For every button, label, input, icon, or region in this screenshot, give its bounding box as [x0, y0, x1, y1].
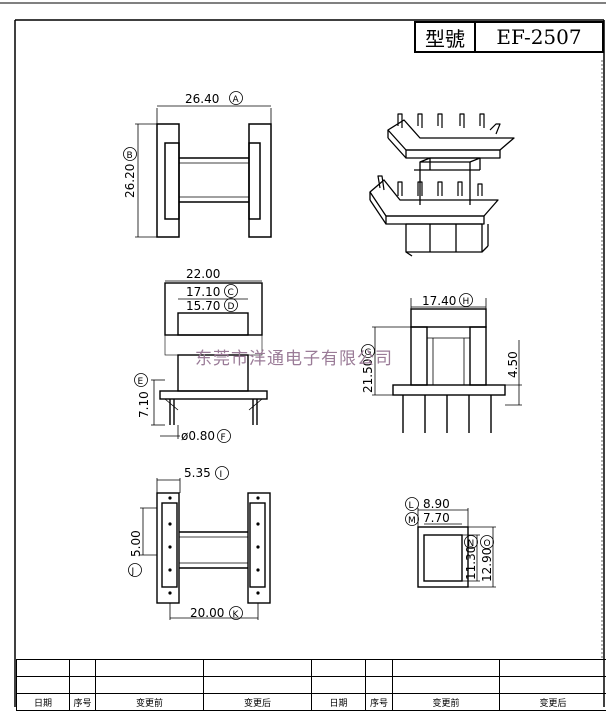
header-after: 变更后: [204, 694, 312, 711]
ref-marker-m-label: M: [408, 516, 416, 526]
header-date: 日期: [17, 694, 70, 711]
bottom-view: [157, 493, 270, 603]
ref-marker-b-label: B: [127, 151, 133, 161]
ref-marker-j-label: J: [131, 567, 135, 577]
company-watermark: 东莞市洋通电子有限公司: [195, 344, 393, 369]
ref-marker-a-label: A: [233, 95, 240, 105]
ref-marker-e-label: E: [138, 377, 144, 387]
header-after-2: 变更后: [500, 694, 606, 711]
dim-n-value: 11.30: [464, 546, 478, 580]
dim-l-value: 8.90: [423, 497, 450, 511]
ref-marker-i-label: I: [220, 470, 223, 480]
dim-side-height: 4.50: [506, 351, 520, 378]
model-number: EF-2507: [476, 23, 602, 51]
isometric-view: [370, 114, 514, 256]
header-seq: 序号: [70, 694, 96, 711]
ref-marker-d-label: D: [228, 302, 235, 312]
dim-total-width: 22.00: [186, 267, 220, 281]
dim-m-value: 7.70: [423, 511, 450, 525]
dim-lines-side: [372, 298, 522, 405]
top-view: [157, 124, 271, 237]
title-block: 型號 EF-2507: [414, 21, 604, 53]
ref-marker-o-label: O: [484, 539, 491, 549]
dim-d-value: 15.70: [186, 299, 220, 313]
dim-e-value: 7.10: [137, 391, 151, 418]
dim-lines-a-b: [135, 106, 271, 237]
ref-marker-l-label: L: [409, 501, 414, 511]
ref-marker-k-label: K: [233, 610, 240, 620]
header-date-2: 日期: [312, 694, 366, 711]
dim-j-value: 5.00: [129, 530, 143, 557]
revision-row-blank: [17, 677, 606, 694]
side-view: [393, 309, 505, 433]
dim-k-value: 20.00: [190, 606, 224, 620]
header-before-2: 变更前: [393, 694, 500, 711]
revision-table: 日期 序号 变更前 变更后 日期 序号 变更前 变更后: [16, 659, 606, 711]
dim-b-value: 26.20: [123, 164, 137, 198]
dim-i-value: 5.35: [184, 466, 211, 480]
model-label: 型號: [416, 23, 476, 51]
revision-header-row: 日期 序号 变更前 变更后 日期 序号 变更前 变更后: [17, 694, 606, 711]
ref-marker-j: [129, 564, 142, 577]
pin-section: [418, 527, 468, 587]
dim-h-value: 17.40: [422, 294, 456, 308]
dim-f-value: ø0.80: [181, 429, 215, 443]
header-before: 变更前: [96, 694, 204, 711]
header-seq-2: 序号: [366, 694, 393, 711]
dim-a-value: 26.40: [185, 92, 219, 106]
ref-marker-f-label: F: [221, 433, 226, 443]
revision-row-blank: [17, 660, 606, 677]
ref-marker-c-label: C: [228, 288, 234, 298]
dim-o-value: 12.90: [480, 548, 494, 582]
ref-marker-h-label: H: [463, 297, 470, 307]
bottom-pins: [168, 496, 259, 594]
dim-c-value: 17.10: [186, 285, 220, 299]
